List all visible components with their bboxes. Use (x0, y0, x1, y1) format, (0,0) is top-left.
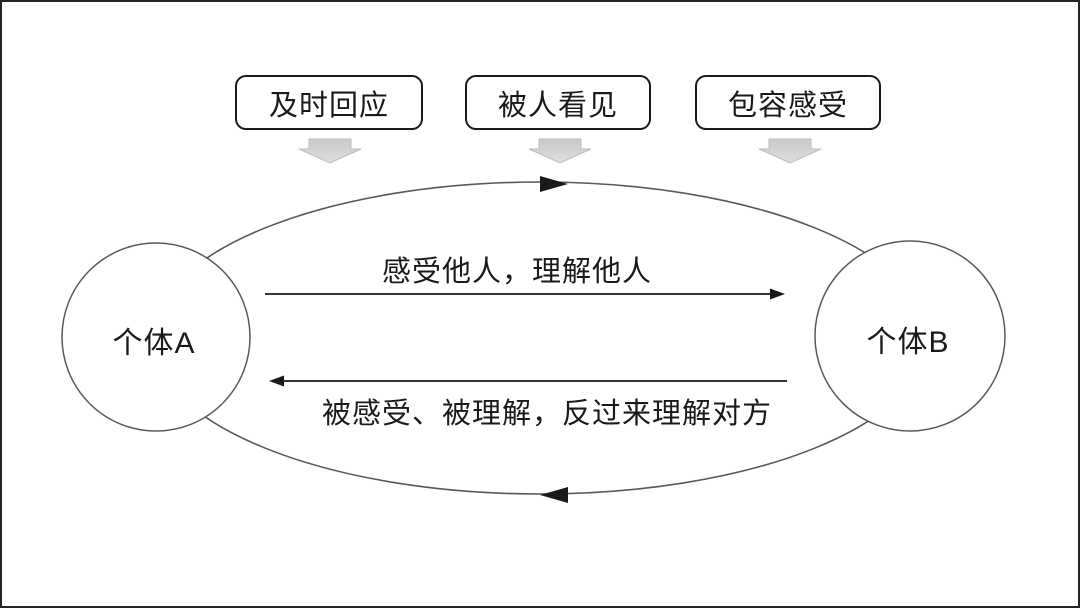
cycle-ellipse (151, 181, 929, 495)
cycle-bottom-arrowhead-icon (540, 487, 568, 503)
node-b-label: 个体B (866, 326, 950, 359)
top-box-accepting-feelings: 包容感受 (695, 75, 881, 130)
top-box-timely-response: 及时回应 (235, 75, 423, 130)
arrow-b-to-a-caption: 被感受、被理解，反过来理解对方 (321, 398, 773, 430)
arrow-a-to-b-head-icon (770, 288, 785, 300)
node-a-label: 个体A (112, 327, 196, 360)
node-a-circle (61, 242, 251, 432)
top-box-label: 被人看见 (497, 89, 618, 122)
down-arrow-icon (298, 138, 362, 164)
down-arrow-icon (528, 138, 592, 164)
top-box-label: 及时回应 (268, 89, 389, 122)
node-b-circle (814, 240, 1006, 432)
cycle-top-arrowhead-icon (540, 176, 568, 192)
top-box-being-seen: 被人看见 (465, 75, 651, 130)
arrow-a-to-b-caption: 感受他人，理解他人 (381, 256, 653, 288)
arrow-b-to-a-head-icon (269, 375, 284, 387)
top-box-label: 包容感受 (727, 89, 848, 122)
down-arrow-icon (758, 138, 822, 164)
